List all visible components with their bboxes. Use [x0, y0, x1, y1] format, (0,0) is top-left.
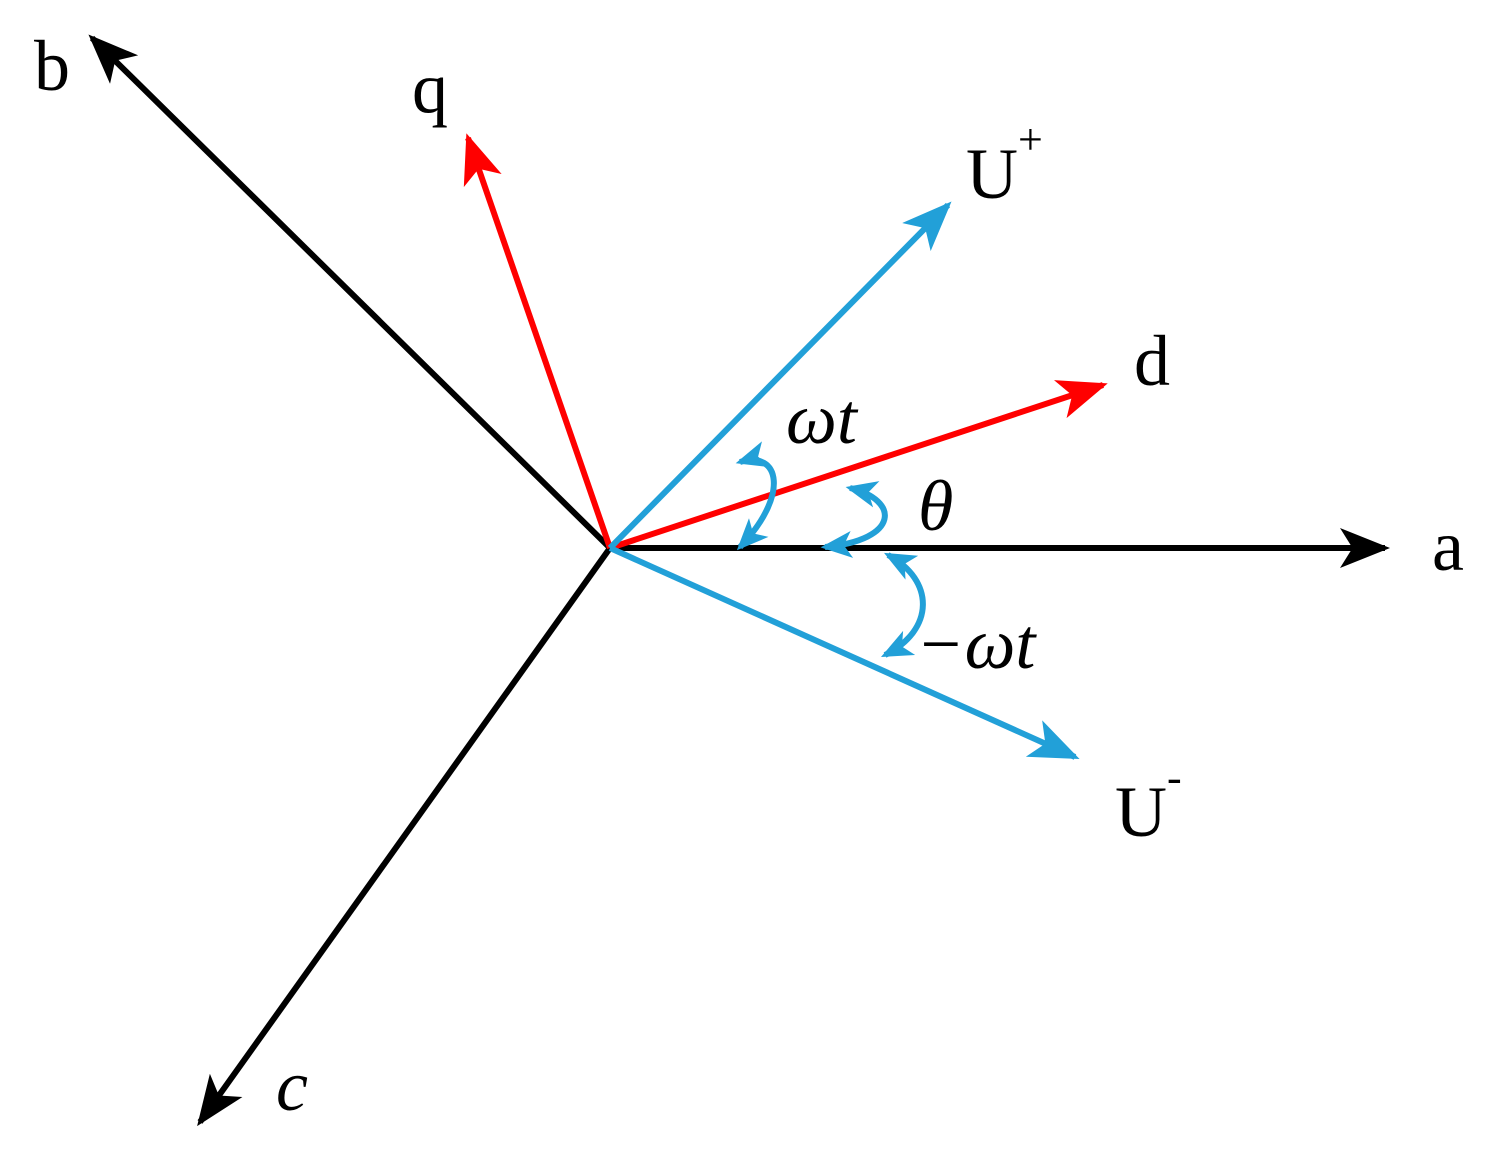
label-u-plus-base: U	[966, 134, 1018, 214]
angle-arc-theta	[820, 481, 888, 558]
axis-b-arrow	[88, 34, 613, 551]
label-angle-omega-t: ωt	[786, 379, 859, 459]
angle-arc-minus-omega-t	[880, 552, 926, 658]
axis-q-arrow	[463, 133, 613, 549]
label-axis-a: a	[1432, 506, 1464, 586]
label-axis-d: d	[1134, 321, 1170, 401]
label-u-minus-base: U	[1115, 772, 1167, 852]
label-u-plus-sup: +	[1018, 115, 1043, 164]
label-angle-minus-omega-t: −ωt	[916, 604, 1037, 684]
label-angle-theta: θ	[918, 466, 953, 546]
label-axis-b: b	[34, 26, 70, 106]
label-axis-c: c	[276, 1046, 308, 1126]
u-minus-vector	[608, 545, 1080, 760]
label-u-minus-sup: -	[1167, 753, 1182, 802]
axis-c-arrow	[197, 546, 613, 1127]
axis-d-arrow	[609, 380, 1108, 551]
u-plus-vector	[607, 201, 952, 551]
label-u-plus: U+	[966, 115, 1043, 214]
label-u-minus: U-	[1115, 753, 1182, 852]
label-axis-q: q	[412, 48, 448, 128]
angle-arc-omega-t	[735, 441, 777, 551]
